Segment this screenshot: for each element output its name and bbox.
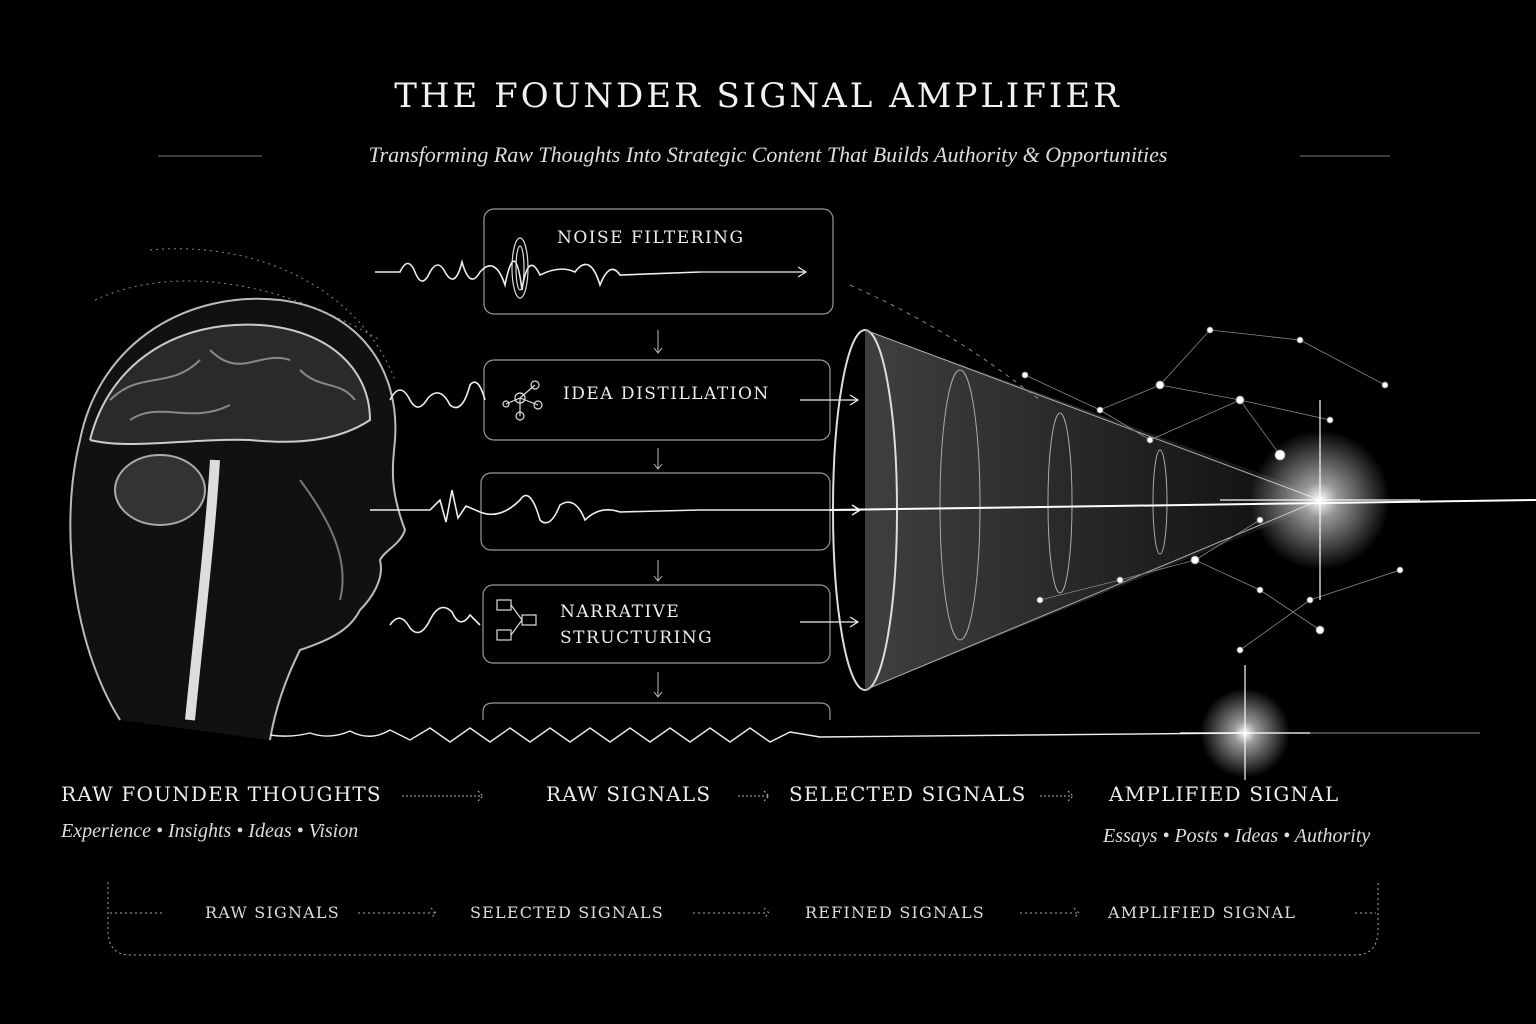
page-title: THE FOUNDER SIGNAL AMPLIFIER bbox=[394, 76, 1122, 116]
waveform-filter-icon bbox=[511, 237, 529, 299]
amplifier-cone bbox=[829, 284, 1536, 691]
narrative-label-line1: NARRATIVE bbox=[560, 602, 681, 622]
stage-amplified-signal: AMPLIFIED SIGNAL bbox=[1109, 782, 1340, 806]
box-narrative-structuring bbox=[482, 584, 831, 664]
stage-raw-thoughts: RAW FOUNDER THOUGHTS bbox=[61, 782, 382, 806]
brain-head-icon bbox=[69, 297, 407, 741]
box-noise-filtering bbox=[483, 208, 834, 315]
head-arc-lines bbox=[94, 248, 396, 381]
stage-selected-signals: SELECTED SIGNALS bbox=[789, 782, 1027, 806]
box-partial bbox=[482, 702, 831, 720]
idea-distillation-label: IDEA DISTILLATION bbox=[563, 384, 770, 404]
pipeline-step-2: SELECTED SIGNALS bbox=[470, 903, 664, 922]
stage-raw-signals: RAW SIGNALS bbox=[546, 782, 712, 806]
narrative-label-line2: STRUCTURING bbox=[560, 628, 714, 648]
pipeline-bracket bbox=[107, 882, 1379, 956]
pipeline-step-1: RAW SIGNALS bbox=[205, 903, 340, 922]
noise-filtering-label: NOISE FILTERING bbox=[557, 228, 745, 248]
raw-thoughts-sub: Experience • Insights • Ideas • Vision bbox=[61, 820, 359, 842]
box-signal-refinement bbox=[480, 472, 831, 551]
page-subtitle: Transforming Raw Thoughts Into Strategic… bbox=[368, 142, 1168, 167]
stage-arrows bbox=[402, 790, 1074, 802]
amplified-sub: Essays • Posts • Ideas • Authority bbox=[1103, 825, 1371, 847]
pipeline-step-4: AMPLIFIED SIGNAL bbox=[1108, 903, 1297, 922]
structure-flow-icon bbox=[496, 599, 537, 641]
molecule-network-icon bbox=[502, 380, 543, 421]
pipeline-step-3: REFINED SIGNALS bbox=[805, 903, 985, 922]
down-arrows bbox=[653, 330, 663, 698]
